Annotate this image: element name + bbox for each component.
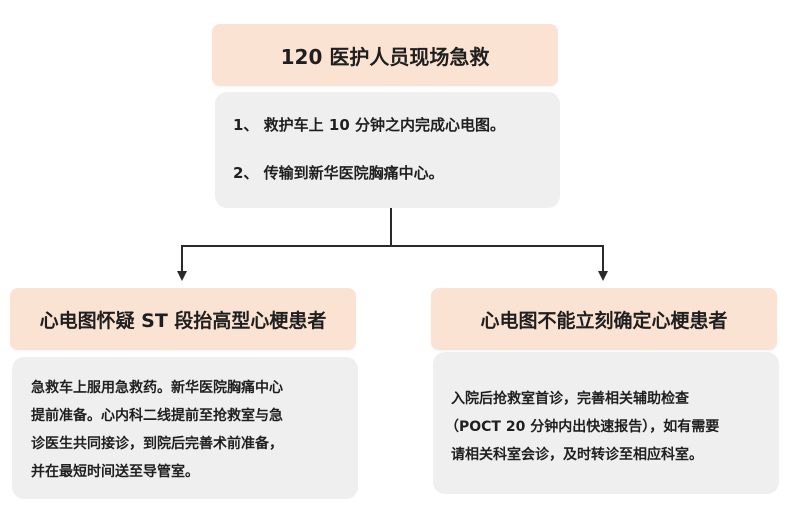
top-header-title: 120 医护人员现场急救 (280, 44, 490, 69)
left-header-title: 心电图怀疑 ST 段抬高型心梗患者 (39, 309, 327, 332)
connector-horizontal (181, 245, 604, 247)
right-line-2: （POCT 20 分钟内出快速报告），如有需要 (445, 419, 720, 435)
right-header: 心电图不能立刻确定心梗患者 (431, 288, 777, 350)
top-header: 120 医护人员现场急救 (212, 24, 558, 86)
connector-left-drop (181, 245, 183, 271)
right-content-box: 入院后抢救室首诊，完善相关辅助检查 （POCT 20 分钟内出快速报告），如有需… (433, 352, 779, 494)
top-item-1: 1、 救护车上 10 分钟之内完成心电图。 (233, 116, 505, 134)
left-line-1: 急救车上服用急救药。新华医院胸痛中心 (31, 380, 283, 396)
left-line-2: 提前准备。心内科二线提前至抢救室与急 (31, 408, 283, 424)
left-line-3: 诊医生共同接诊，到院后完善术前准备， (31, 436, 283, 452)
right-line-3: 请相关科室会诊，及时转诊至相应科室。 (451, 447, 703, 463)
left-line-4: 并在最短时间送至导管室。 (31, 464, 199, 480)
left-content-box: 急救车上服用急救药。新华医院胸痛中心 提前准备。心内科二线提前至抢救室与急 诊医… (12, 357, 358, 499)
arrow-right-icon (598, 271, 608, 281)
top-item-2: 2、 传输到新华医院胸痛中心。 (233, 164, 444, 182)
arrow-left-icon (177, 271, 187, 281)
right-header-title: 心电图不能立刻确定心梗患者 (480, 309, 728, 332)
top-content-box: 1、 救护车上 10 分钟之内完成心电图。 2、 传输到新华医院胸痛中心。 (215, 92, 560, 208)
right-line-1: 入院后抢救室首诊，完善相关辅助检查 (451, 391, 689, 407)
connector-vertical-main (390, 208, 392, 246)
left-header: 心电图怀疑 ST 段抬高型心梗患者 (10, 288, 356, 350)
connector-right-drop (602, 245, 604, 271)
